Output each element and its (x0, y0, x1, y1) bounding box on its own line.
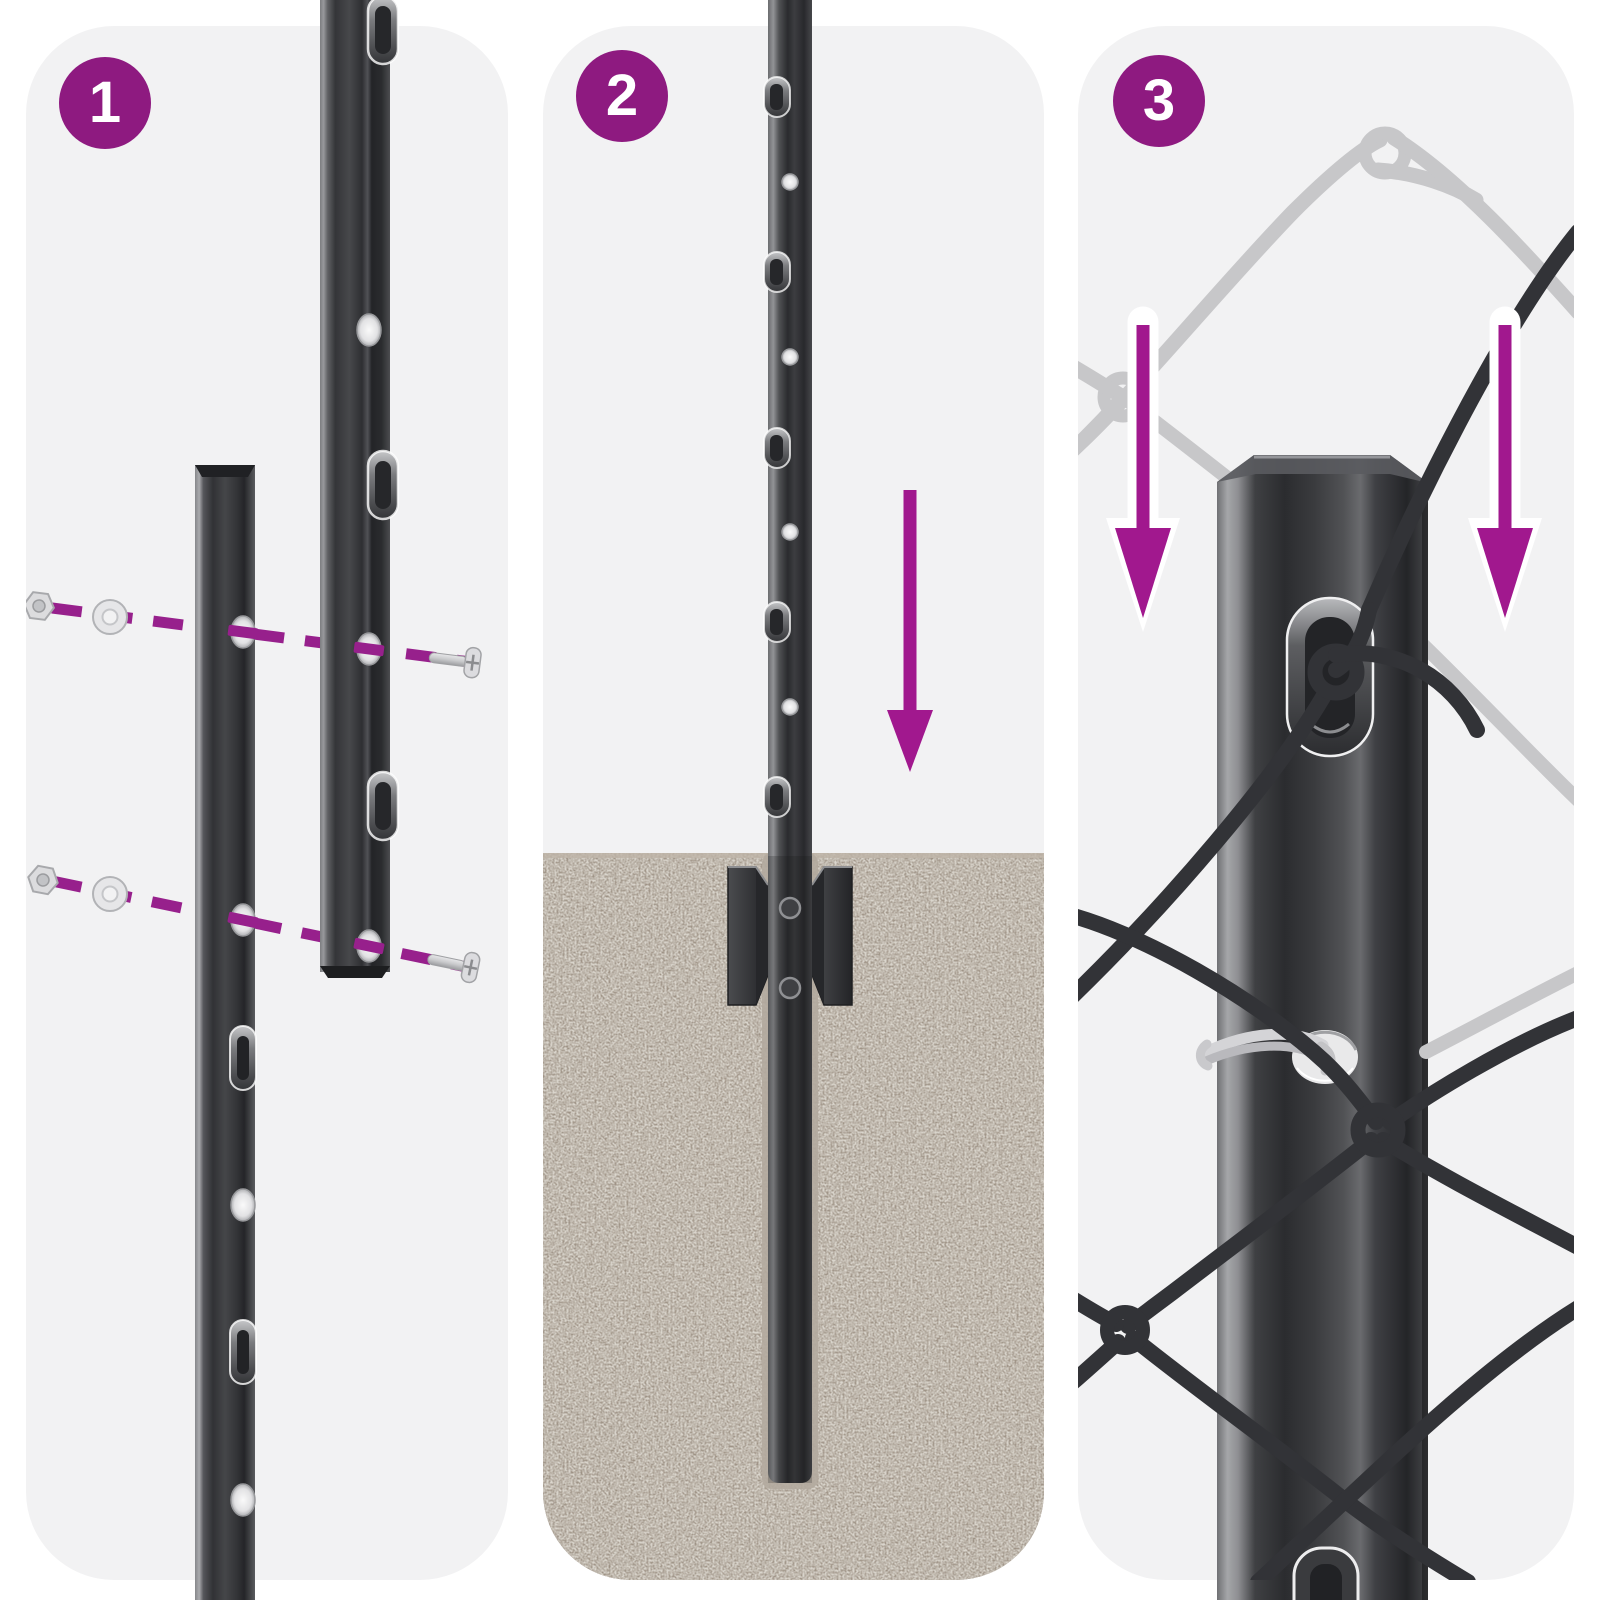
post-hole (781, 523, 799, 541)
step-1-badge: 1 (59, 57, 151, 149)
arrow-down-icon (1468, 306, 1542, 632)
post-hole (230, 1483, 256, 1517)
post-hook-tab (366, 449, 400, 521)
step-3-illustration (1078, 26, 1574, 1600)
post-hook-tab (763, 251, 791, 293)
step-1-illustration (26, 0, 508, 1600)
post-hook-tab (366, 770, 400, 842)
front-post-section (195, 465, 259, 1600)
screw-icon (428, 646, 482, 679)
washer-icon (92, 599, 128, 635)
step-3-badge: 3 (1113, 55, 1205, 147)
screw-icon (427, 951, 481, 984)
post (763, 0, 812, 1483)
post-hook-tab (366, 0, 400, 66)
anchor-plate (727, 866, 853, 1006)
arrow-down-icon (887, 490, 933, 772)
post-hole (356, 313, 382, 347)
post-hook-tab (763, 601, 791, 643)
anchor-bolt (778, 976, 802, 1000)
post-hole (230, 1188, 256, 1222)
step-2-badge: 2 (576, 50, 668, 142)
step-1-panel-background (26, 26, 508, 1580)
step-3-number: 3 (1142, 68, 1176, 133)
fastener-line-upper (26, 591, 482, 679)
post-hole (781, 698, 799, 716)
fastener-line-lower (27, 864, 481, 984)
post-hook-tab (763, 776, 791, 818)
dark-chain-link-mesh (1078, 224, 1574, 1580)
washer-icon (92, 876, 128, 912)
rear-post-section (320, 0, 400, 978)
step-2-number: 2 (605, 63, 639, 128)
step-1-number: 1 (88, 70, 122, 135)
post-hook-tab (763, 76, 791, 118)
hex-nut-icon (27, 864, 59, 896)
post-hole (781, 173, 799, 191)
step-2-illustration (543, 0, 1044, 1580)
post-hook-tab (229, 1319, 257, 1385)
arrow-down-icon (1106, 306, 1180, 632)
post-bottom-tab (1292, 1546, 1360, 1600)
faded-wire (1419, 966, 1574, 1059)
anchor-bolt (778, 896, 802, 920)
post-hole (781, 348, 799, 366)
post-hook-tab (763, 427, 791, 469)
hex-nut-icon (26, 591, 56, 621)
post-hook-tab (229, 1025, 257, 1091)
